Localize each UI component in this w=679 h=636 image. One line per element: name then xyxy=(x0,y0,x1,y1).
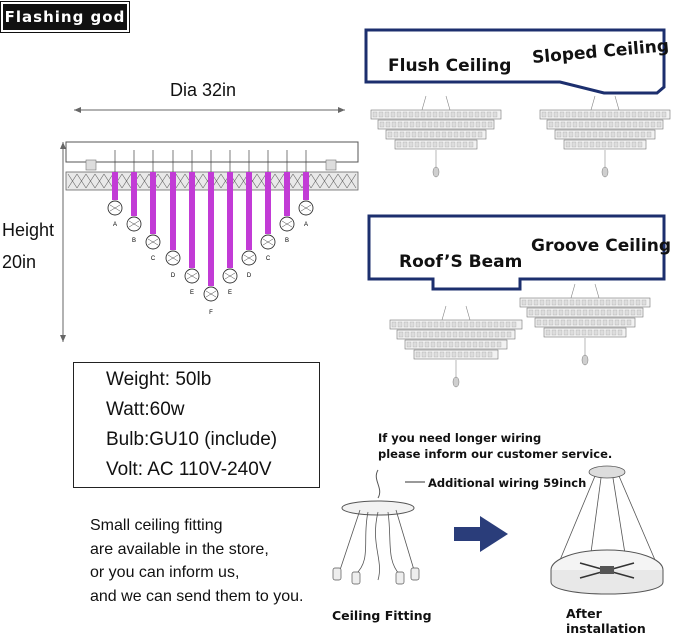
pendant-rods xyxy=(107,150,314,302)
watt-value: 60w xyxy=(149,399,185,420)
diameter-prefix: Dia xyxy=(170,80,203,100)
fitting-note-line: and we can send them to you. xyxy=(90,587,304,605)
height-text: Height xyxy=(2,220,55,240)
height-value: 20in xyxy=(2,252,37,272)
additional-wiring-label: Additional wiring 59inch xyxy=(428,476,587,490)
pendant-label: B xyxy=(285,238,289,244)
pendant-label: F xyxy=(209,310,213,316)
fitting-note-line: or you can inform us, xyxy=(90,564,240,581)
height-dimension-line xyxy=(60,142,66,342)
weight-label: Weight: xyxy=(106,369,176,390)
pendant-label: A xyxy=(304,222,308,228)
spec-volt: Volt: AC 110V-240V xyxy=(106,459,272,480)
spec-box: Weight: 50lb Watt:60w Bulb:GU10 (include… xyxy=(73,362,320,488)
brand-logo: Flashing god xyxy=(0,1,130,33)
install-panel-top xyxy=(364,28,666,95)
spec-bulb: Bulb:GU10 (include) xyxy=(106,429,278,450)
spec-weight: Weight: 50lb xyxy=(106,369,211,391)
ceiling-fitting-caption: Ceiling Fitting xyxy=(332,608,432,623)
pendant-label: C xyxy=(266,256,271,262)
height-label: Height 20in xyxy=(2,214,54,278)
pendant-labels: A B C D E F E D C B A xyxy=(113,222,308,316)
watt-label: Watt: xyxy=(106,399,150,420)
after-installation-diagram xyxy=(550,465,664,595)
roof-beam-label: Roof’S Beam xyxy=(399,252,523,272)
diameter-dimension-line xyxy=(74,107,345,113)
wiring-note-2: please inform our customer service. xyxy=(378,447,613,461)
diameter-value: 32in xyxy=(202,80,237,100)
fitting-note: Small ceiling fitting are available in t… xyxy=(90,514,303,608)
mini-chandeliers xyxy=(370,95,671,388)
fitting-note-line: are available in the store, xyxy=(90,540,269,558)
diameter-label: Dia 32in xyxy=(170,80,236,101)
install-panel-bottom xyxy=(367,214,666,291)
wiring-note-1: If you need longer wiring xyxy=(378,431,542,445)
fitting-note-line: Small ceiling fitting xyxy=(90,517,223,534)
arrow-right-icon xyxy=(454,516,508,552)
after-installation-caption: After installation xyxy=(566,606,646,636)
pendant-label: D xyxy=(247,273,252,279)
canopy-plate xyxy=(65,141,359,163)
pendant-label: D xyxy=(171,273,176,279)
flush-ceiling-label: Flush Ceiling xyxy=(388,56,512,76)
pendant-label: E xyxy=(228,290,232,296)
pendant-label: E xyxy=(190,290,194,296)
pendant-label: C xyxy=(151,256,156,262)
ceiling-fitting-diagram xyxy=(332,469,425,585)
spec-watt: Watt:60w xyxy=(106,399,185,421)
weight-value: 50lb xyxy=(175,369,212,390)
pendant-label: A xyxy=(113,222,117,228)
pendant-label: B xyxy=(132,238,136,244)
groove-ceiling-label: Groove Ceiling xyxy=(531,236,671,256)
